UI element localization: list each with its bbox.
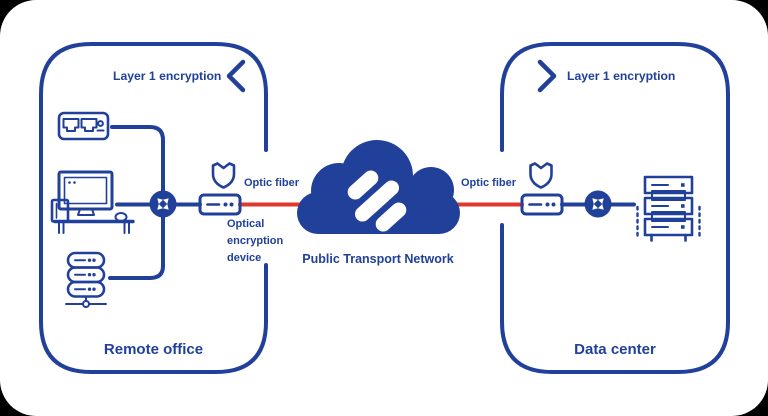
chevron-left-icon: [226, 59, 246, 93]
remote-office-boundary: [39, 42, 268, 374]
workstation-icon: [50, 170, 135, 234]
encryption-device-icon: [520, 193, 564, 216]
switch-icon: [57, 111, 110, 141]
optic-fiber-label-left: Optic fiber: [244, 177, 300, 189]
remote-office-title: Remote office: [103, 341, 204, 358]
layer1-encryption-label-left: Layer 1 encryption: [113, 69, 222, 83]
server-rack-icon: [636, 175, 701, 242]
server-stack-icon: [65, 251, 107, 308]
public-transport-network-label: Public Transport Network: [302, 252, 454, 266]
router-icon: [584, 190, 612, 218]
encryption-device-icon: [198, 193, 242, 216]
optic-fiber-label-right: Optic fiber: [461, 177, 517, 189]
shield-icon: [529, 162, 553, 189]
data-center-boundary: [500, 42, 730, 374]
cloud-logo-stripes: [347, 170, 407, 232]
chevron-right-icon: [537, 59, 557, 93]
cloud-icon: [297, 140, 460, 234]
shield-icon: [211, 162, 236, 189]
layer1-encryption-label-right: Layer 1 encryption: [567, 69, 676, 83]
data-center-title: Data center: [574, 341, 656, 358]
router-icon: [149, 190, 177, 218]
optical-encryption-device-label: Optical encryption device: [227, 218, 284, 264]
